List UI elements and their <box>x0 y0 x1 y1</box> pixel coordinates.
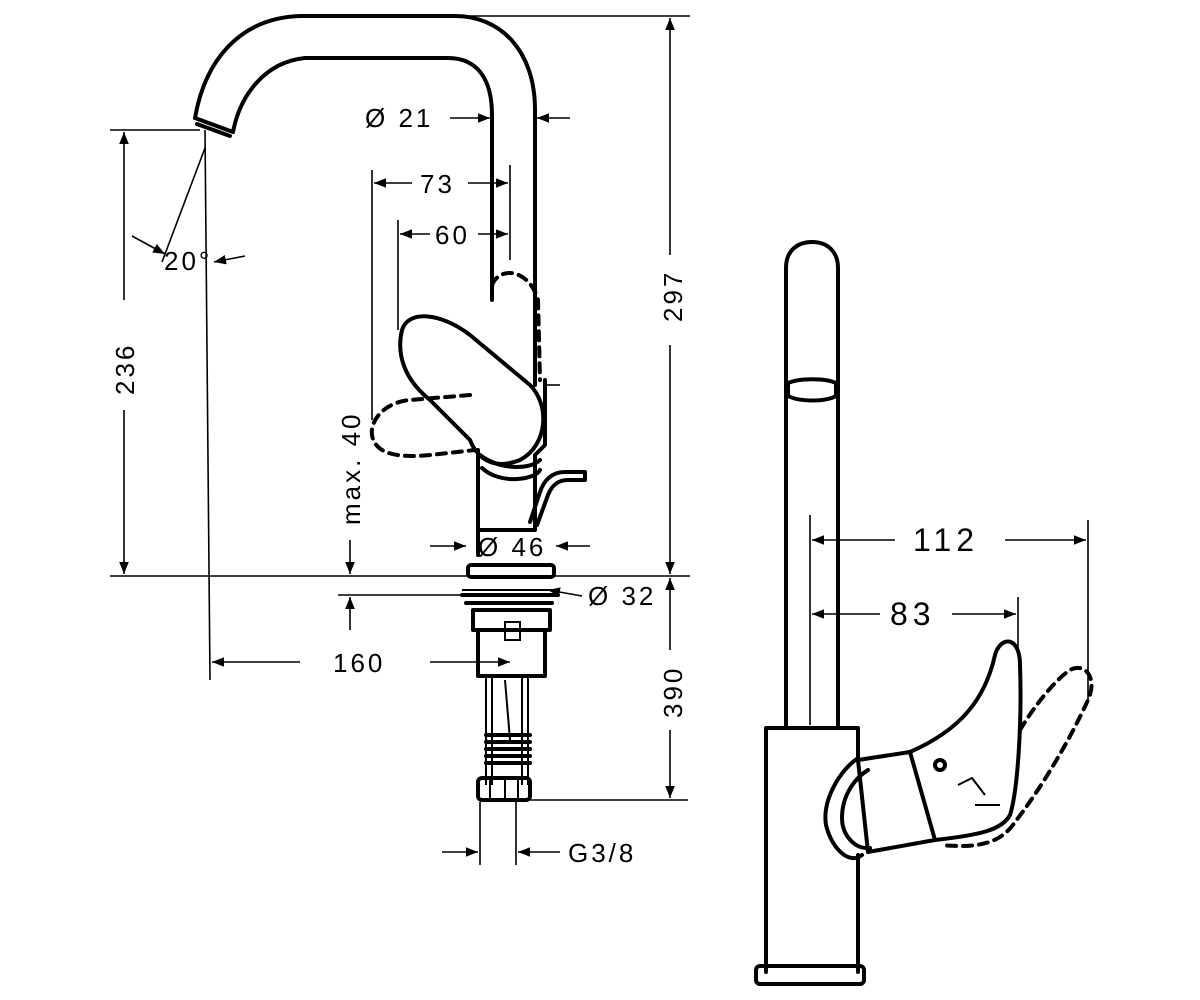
front-cartridge <box>823 756 872 861</box>
dim-160: 160 <box>333 648 385 678</box>
fixing-set <box>460 593 560 678</box>
front-body <box>764 726 860 974</box>
dim-base-diameter: Ø 46 <box>478 532 546 562</box>
hose-connector <box>476 776 532 802</box>
dim-angle: 20° <box>164 246 212 276</box>
lever-handle <box>398 314 546 466</box>
front-view: 112 83 <box>754 240 1094 986</box>
dim-thread: G3/8 <box>568 838 636 868</box>
dim-83: 83 <box>890 596 936 632</box>
front-spout <box>784 240 840 730</box>
lever-dashed-left <box>369 393 477 458</box>
front-lever <box>908 639 1023 842</box>
dim-hole-diameter: Ø 32 <box>588 581 656 611</box>
tap-base <box>466 563 556 579</box>
spout-tip <box>193 116 235 138</box>
dim-73: 73 <box>420 169 455 199</box>
spout-inner-contour <box>231 56 494 282</box>
popup-rod <box>528 470 587 527</box>
dim-max40: max. 40 <box>336 412 366 526</box>
front-base <box>754 964 866 986</box>
side-view: Ø 21 73 60 20° 236 297 max. 40 Ø 46 <box>110 14 690 868</box>
lever-collar <box>478 453 542 482</box>
dim-112: 112 <box>913 522 979 558</box>
lever-dashed-up <box>490 271 542 382</box>
dim-297: 297 <box>658 270 688 322</box>
spout-outer-contour <box>193 14 537 387</box>
hose-ribbing <box>484 733 532 765</box>
dim-spout-diameter: Ø 21 <box>365 103 433 133</box>
flex-hoses <box>485 676 529 785</box>
dim-390: 390 <box>658 666 688 718</box>
dim-60: 60 <box>435 220 470 250</box>
front-lever-indicator <box>933 758 947 772</box>
front-lever-body <box>856 750 937 854</box>
fixing-nut <box>462 589 560 641</box>
dim-236: 236 <box>110 343 140 395</box>
front-lever-dashed <box>938 666 1094 848</box>
front-aerator <box>786 377 838 403</box>
